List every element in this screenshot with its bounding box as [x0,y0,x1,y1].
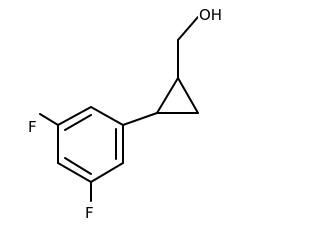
ring-bond-1 [90,106,124,126]
ring-double-bond-3 [64,157,92,175]
hydroxyl-label: OH [198,6,224,24]
ring-bond-5 [90,162,124,183]
structure-drawing [39,16,199,202]
ring-bond-4 [57,162,92,183]
bond-ch2-oh [177,16,199,41]
cyclopropane-bond-top-bottom [177,77,199,114]
ring-bond-2 [57,106,92,126]
bond-cyclopropyl-phenyl [122,112,158,126]
cyclopropane-bond-top-left [156,77,179,114]
fluorine-bottom-label: F [84,204,95,222]
bond-ring-fluorine-top [39,113,59,126]
fluorine-top-label: F [27,118,38,136]
ring-double-bond-1 [64,114,92,131]
molecule-diagram: OH F F [27,6,224,222]
